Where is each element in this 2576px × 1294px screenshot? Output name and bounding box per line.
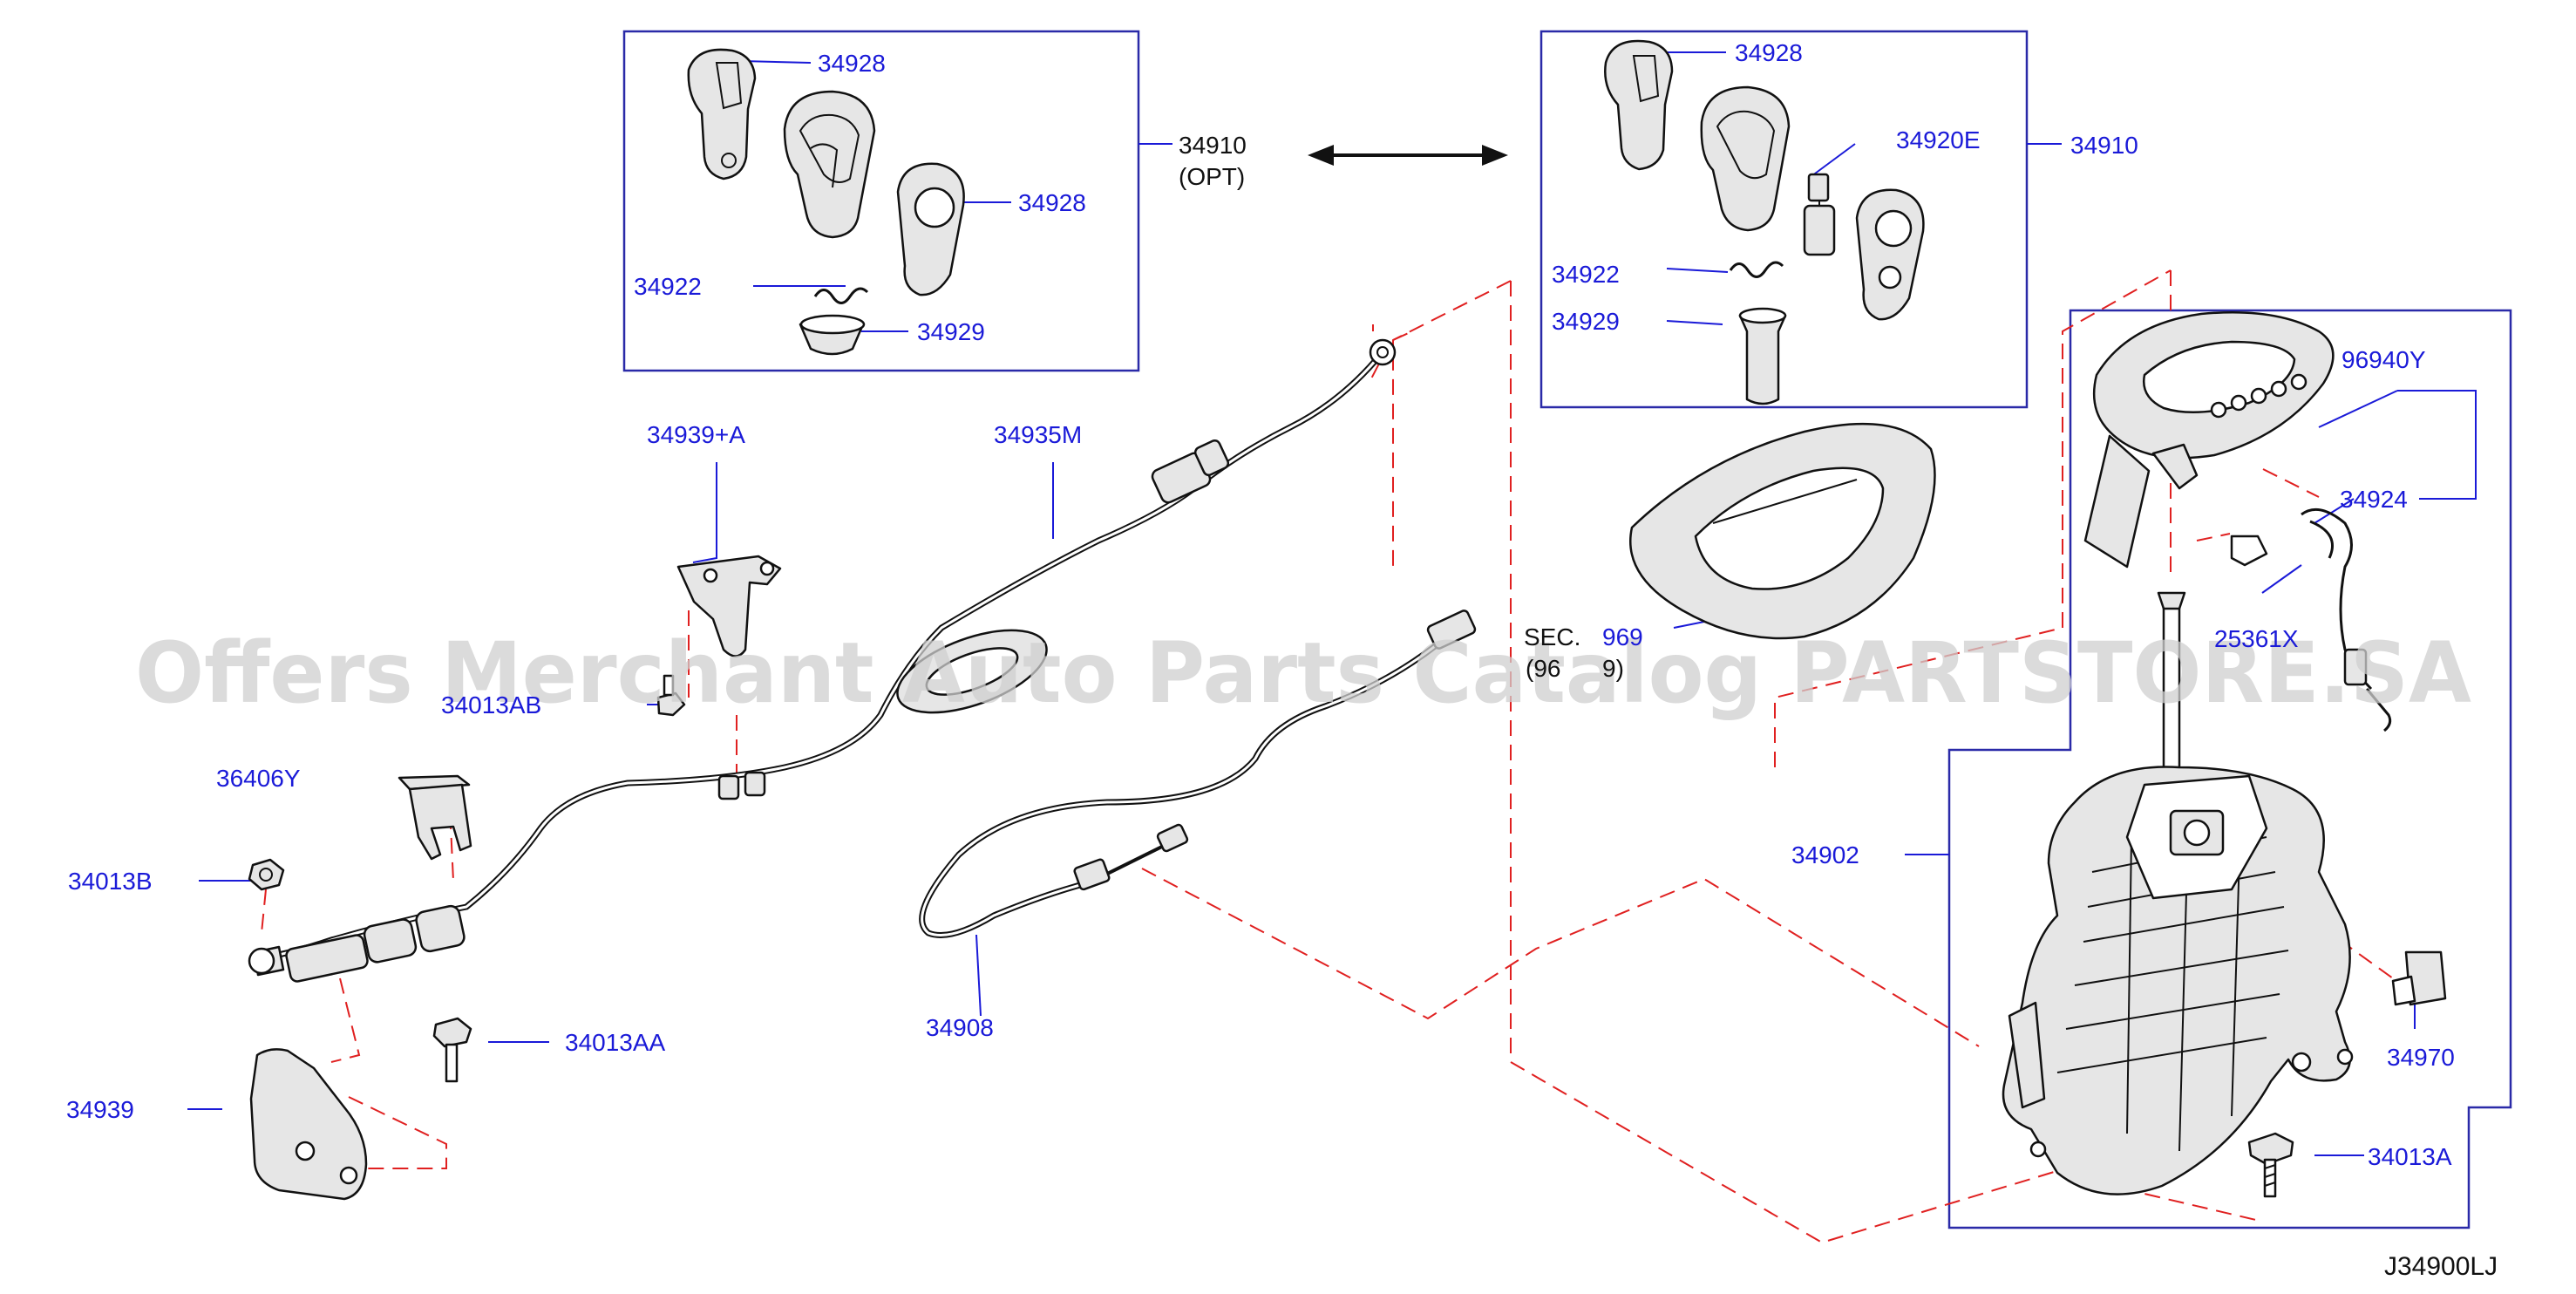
left-knob-cap-icon: [799, 314, 866, 356]
nut-34013b-icon: [248, 858, 285, 891]
right-knob-set-box: [1539, 30, 2029, 409]
label-34013b: 34013B: [68, 868, 153, 895]
label-left-34928-b: 34928: [1018, 189, 1086, 216]
clip-36406y-icon: [398, 774, 472, 861]
label-right-34922: 34922: [1552, 261, 1620, 288]
left-knob-set-box: [622, 30, 1140, 372]
label-34908: 34908: [926, 1014, 994, 1041]
left-spring-clip-icon: [813, 287, 869, 304]
label-34013a: 34013A: [2368, 1143, 2452, 1170]
label-34970: 34970: [2387, 1044, 2455, 1071]
label-left-34922: 34922: [634, 273, 702, 300]
watermark: Offers Merchant Auto Parts Catalog PARTS…: [135, 624, 2471, 722]
label-34013ab: 34013AB: [441, 691, 541, 719]
label-right-34928: 34928: [1735, 39, 1803, 66]
harness-25361x-icon: [2301, 507, 2392, 732]
alternative-double-arrow: [1308, 145, 1508, 166]
right-knob-half-icon: [1604, 39, 1674, 171]
shifter-assembly-box: [1947, 309, 2512, 1229]
label-sec-line2-suffix: 9): [1602, 655, 1624, 682]
left-knob-main-icon: [783, 90, 876, 239]
shift-cable-34935m-icon: [248, 338, 1397, 983]
label-34013aa: 34013AA: [565, 1029, 666, 1056]
label-left-34928-a: 34928: [818, 50, 886, 77]
right-knob-main-icon: [1700, 85, 1791, 232]
right-knob-button-icon: [1855, 188, 1925, 321]
label-34939a: 34939+A: [647, 421, 745, 448]
label-right-34910: 34910: [2070, 132, 2138, 159]
shifter-assembly-icon: [2002, 591, 2354, 1195]
label-96940y: 96940Y: [2342, 346, 2426, 373]
label-34939: 34939: [66, 1096, 134, 1123]
label-opt: (OPT): [1179, 163, 1245, 190]
bolt-34013ab-icon: [656, 674, 686, 717]
label-36406y: 36406Y: [216, 765, 301, 792]
right-knob-switch-icon: [1803, 173, 1836, 256]
label-34924: 34924: [2340, 486, 2408, 513]
label-left-34910: 34910: [1179, 132, 1247, 159]
left-knob-half-icon: [687, 48, 757, 180]
label-right-34929: 34929: [1552, 308, 1620, 335]
bolt-34013aa-icon: [432, 1017, 472, 1083]
label-34902: 34902: [1791, 841, 1859, 868]
left-knob-button-icon: [896, 162, 965, 296]
label-right-34920e: 34920E: [1896, 126, 1981, 153]
bolt-34013a-icon: [2247, 1132, 2294, 1198]
right-spring-clip-icon: [1729, 261, 1784, 278]
label-sec: SEC.: [1524, 623, 1580, 650]
console-finisher-icon: [1629, 422, 1936, 640]
label-sec-line2: (96: [1526, 655, 1560, 682]
label-25361x: 25361X: [2214, 625, 2299, 652]
right-knob-shaft-icon: [1738, 307, 1787, 405]
shift-indicator-panel-icon: [2083, 311, 2335, 569]
bracket-34939a-icon: [676, 555, 782, 657]
label-sec-number: 969: [1602, 623, 1643, 650]
cable-34908-icon: [919, 610, 1477, 938]
label-left-34929: 34929: [917, 318, 985, 345]
connector-34970-icon: [2391, 950, 2447, 1006]
diagram-code: J34900LJ: [2384, 1252, 2498, 1281]
label-34935m: 34935M: [994, 421, 1082, 448]
bracket-34939-icon: [249, 1048, 368, 1201]
clip-34924-icon: [2230, 535, 2268, 567]
